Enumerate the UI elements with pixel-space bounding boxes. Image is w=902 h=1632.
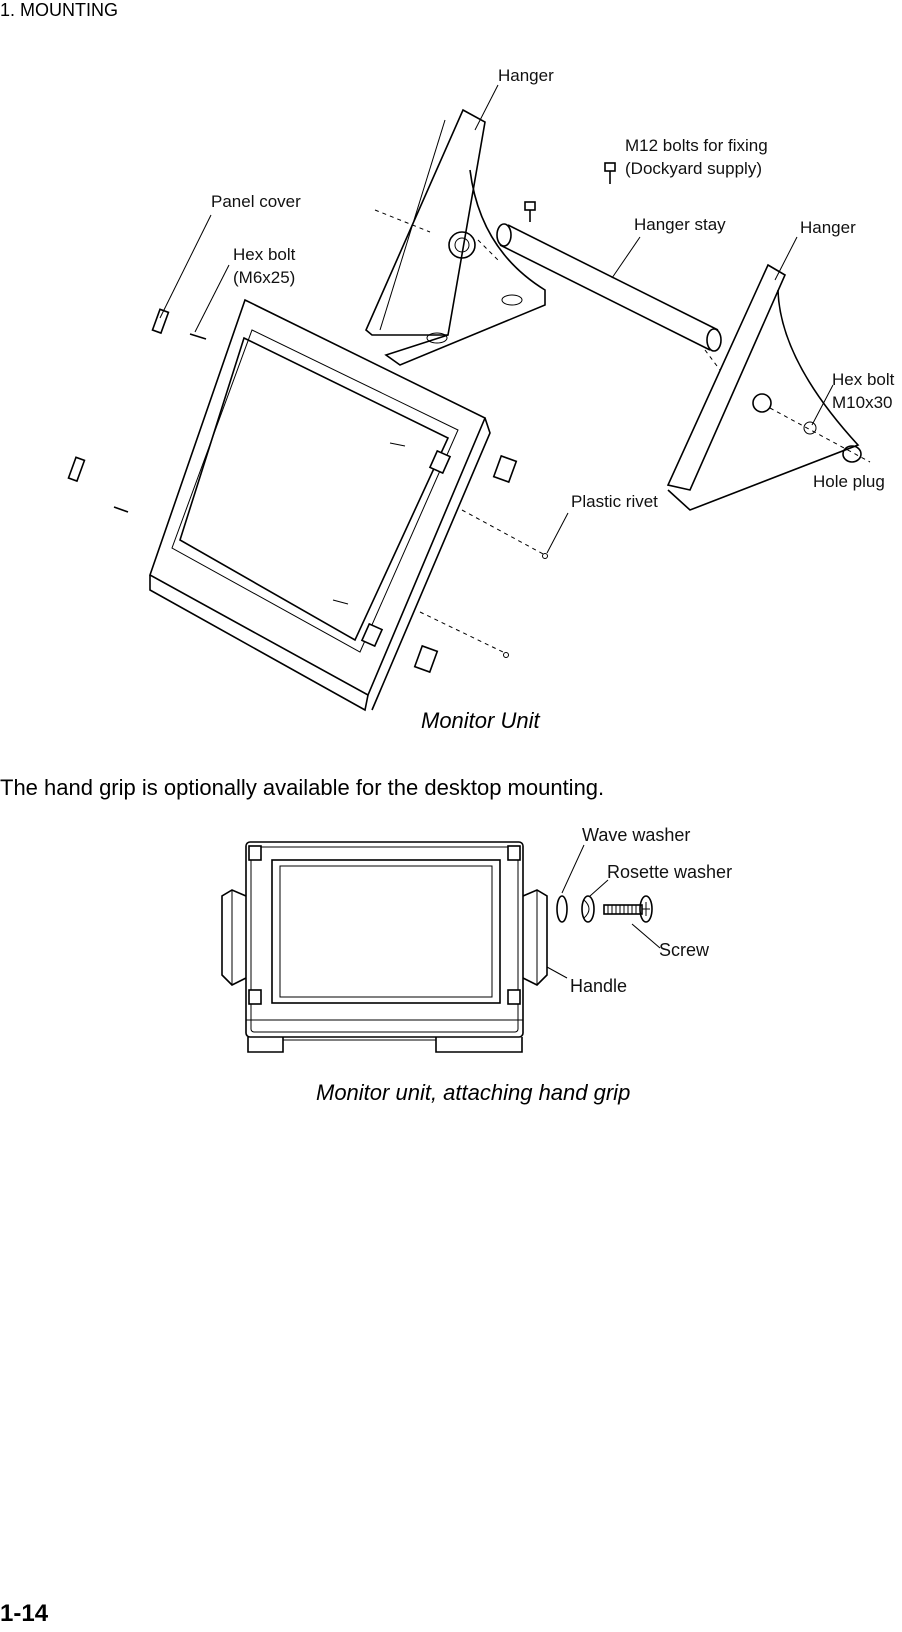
body-paragraph: The hand grip is optionally available fo… bbox=[0, 775, 605, 800]
hanger-stay-drawing bbox=[374, 209, 722, 352]
label-wave-washer: Wave washer bbox=[582, 825, 691, 845]
label-hanger-stay: Hanger stay bbox=[634, 215, 726, 234]
monitor-unit-exploded-drawing bbox=[67, 84, 871, 712]
label-plastic-rivet: Plastic rivet bbox=[571, 492, 658, 511]
label-hex-bolt-m10-line2: M10x30 bbox=[832, 393, 893, 412]
handles-drawing bbox=[221, 889, 548, 986]
label-hanger-top: Hanger bbox=[498, 66, 554, 85]
label-hanger-right: Hanger bbox=[800, 218, 856, 237]
figure1-caption: Monitor Unit bbox=[421, 708, 540, 733]
m12-bolts-drawing bbox=[524, 162, 616, 222]
label-rosette-washer: Rosette washer bbox=[607, 862, 733, 882]
label-handle: Handle bbox=[570, 976, 628, 996]
monitor-front-drawing bbox=[245, 841, 524, 1053]
label-hex-bolt-m6-line2: (M6x25) bbox=[233, 268, 296, 287]
label-hex-bolt-m6-line1: Hex bolt bbox=[233, 245, 296, 264]
label-screw: Screw bbox=[659, 940, 710, 960]
figure1-leader-lines bbox=[159, 84, 834, 554]
figure2-caption: Monitor unit, attaching hand grip bbox=[316, 1080, 631, 1105]
monitor-panel-drawing bbox=[149, 298, 491, 712]
section-header: 1. MOUNTING bbox=[0, 0, 119, 20]
figure2-leader-lines bbox=[546, 844, 661, 979]
label-panel-cover: Panel cover bbox=[211, 192, 301, 211]
washers-and-screw-drawing bbox=[556, 895, 653, 923]
label-hole-plug: Hole plug bbox=[813, 472, 885, 491]
label-hex-bolt-m10-line1: Hex bolt bbox=[832, 370, 895, 389]
label-m12-bolts-line2: (Dockyard supply) bbox=[625, 159, 762, 178]
panel-covers-drawing bbox=[67, 308, 548, 674]
label-m12-bolts-line1: M12 bolts for fixing bbox=[625, 136, 768, 155]
page-number: 1-14 bbox=[0, 1600, 49, 1627]
